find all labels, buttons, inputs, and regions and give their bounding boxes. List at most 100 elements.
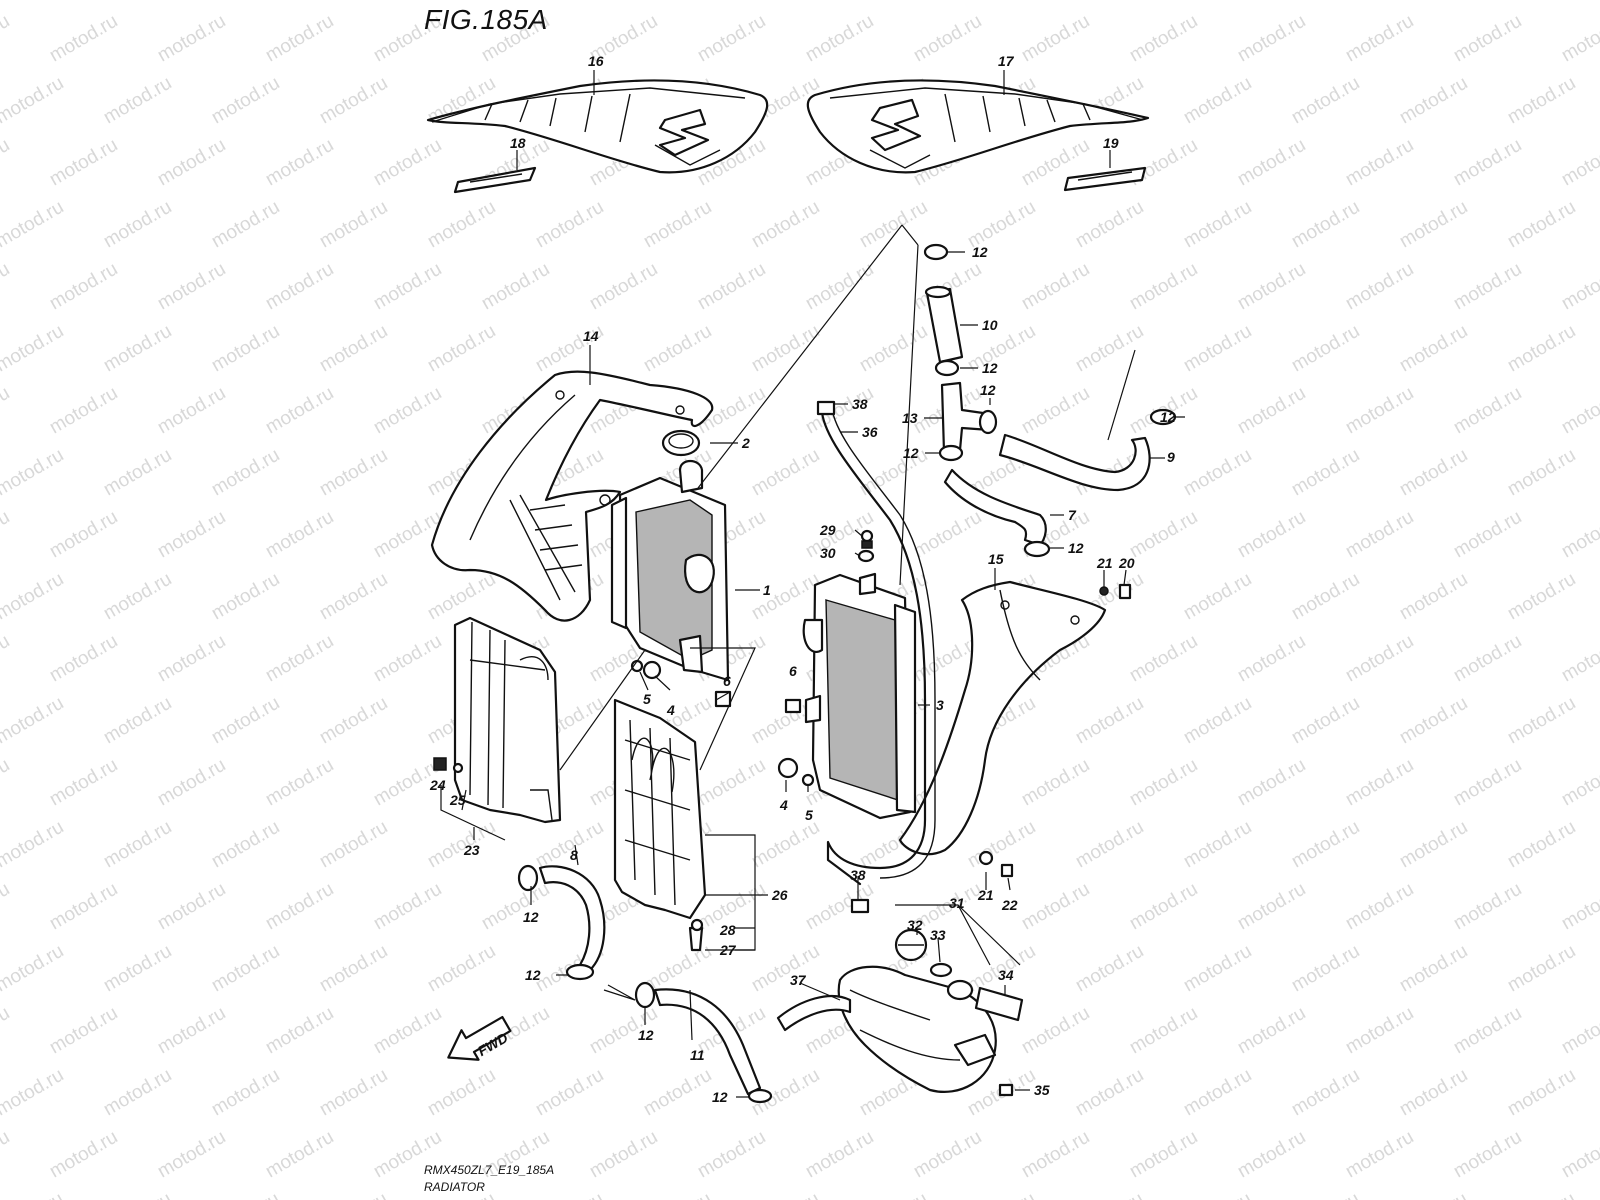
bolt-27: [688, 926, 704, 952]
washer-30: [857, 549, 875, 563]
callout-36: 36: [862, 424, 878, 440]
clamp-12-d: [938, 444, 964, 462]
callout-5-right: 5: [805, 807, 813, 823]
bolt-20: [1118, 583, 1132, 600]
figure-code: RMX450ZL7_E19_185A: [424, 1163, 555, 1177]
callout-27: 27: [719, 942, 737, 958]
callout-12-a: 12: [972, 244, 988, 260]
callout-33: 33: [930, 927, 946, 943]
left-radiator-1: [610, 459, 730, 682]
bolt-22: [1000, 863, 1014, 878]
right-shroud-15: [898, 580, 1107, 856]
nut-21-top: [1099, 586, 1109, 596]
washer-28: [690, 918, 704, 932]
callout-37: 37: [790, 972, 807, 988]
callout-4-right: 4: [779, 797, 788, 813]
clamp-12-j: [747, 1088, 773, 1104]
callout-12-b: 12: [982, 360, 998, 376]
callout-12-g: 12: [523, 909, 539, 925]
callout-9: 9: [1167, 449, 1175, 465]
callout-14: 14: [583, 328, 599, 344]
nut-21-bottom: [978, 850, 994, 866]
hose-7: [943, 468, 1047, 547]
clamp-12-f: [1023, 540, 1051, 558]
clamp-12-h: [565, 963, 595, 981]
right-radiator-3: [802, 572, 917, 820]
callout-38-bottom: 38: [850, 867, 866, 883]
emblem-19: [1063, 166, 1147, 192]
clamp-12-g: [517, 864, 539, 892]
seal-33: [929, 962, 953, 978]
clip-38-bottom: [850, 898, 870, 914]
bolt-35: [998, 1083, 1014, 1097]
callout-10: 10: [982, 317, 998, 333]
callout-21-bottom: 21: [977, 887, 994, 903]
leader-lines: [440, 70, 1185, 1098]
filler-neck: [946, 979, 974, 1001]
hose-11: [653, 988, 762, 1096]
callout-labels: 16 17 18 19 12 10 12 12 13 12 9 14 38 36…: [429, 53, 1176, 1105]
left-side-plate-16: [426, 79, 769, 174]
figure-name: RADIATOR: [424, 1180, 485, 1194]
reservoir-tank-31: [837, 965, 997, 1093]
callout-21-top: 21: [1096, 555, 1113, 571]
callout-32: 32: [907, 917, 923, 933]
radiator-guard-26: [613, 698, 707, 920]
callout-11: 11: [690, 1047, 705, 1063]
clamp-12-c: [978, 409, 998, 435]
forward-arrow: [447, 1015, 512, 1061]
callout-35: 35: [1034, 1082, 1050, 1098]
callout-18: 18: [510, 135, 526, 151]
grommet-4-left: [642, 660, 662, 680]
emblem-18: [453, 166, 537, 194]
left-shroud-14: [430, 370, 714, 622]
callout-12-f: 12: [1068, 540, 1084, 556]
callout-12-d: 12: [903, 445, 919, 461]
grommet-4-right: [777, 757, 799, 779]
clip-38-top: [816, 400, 836, 416]
hose-36: [820, 410, 927, 886]
right-side-plate-17: [806, 79, 1150, 174]
callout-15: 15: [988, 551, 1004, 567]
left-louver-23: [453, 616, 562, 824]
callout-28: 28: [719, 922, 736, 938]
bolt-6-left: [714, 690, 732, 708]
callout-5-left: 5: [643, 691, 651, 707]
callout-26: 26: [771, 887, 788, 903]
callout-31: 31: [949, 895, 965, 911]
callout-4-left: 4: [666, 702, 675, 718]
hose-8: [538, 865, 606, 972]
callout-12-j: 12: [712, 1089, 728, 1105]
hose-9: [998, 433, 1151, 492]
callout-30: 30: [820, 545, 836, 561]
callout-2: 2: [741, 435, 750, 451]
callout-1: 1: [763, 582, 771, 598]
callout-22: 22: [1001, 897, 1018, 913]
callout-20: 20: [1118, 555, 1135, 571]
callout-25: 25: [449, 792, 466, 808]
pipe-10: [925, 287, 964, 364]
callout-38-top: 38: [852, 396, 868, 412]
label-34: [974, 986, 1024, 1022]
callout-17: 17: [998, 53, 1015, 69]
clamp-12-a: [923, 243, 949, 261]
figure-title: FIG.185A: [424, 4, 548, 35]
callout-3: 3: [936, 697, 944, 713]
clamp-12-i: [634, 981, 656, 1009]
callout-8: 8: [570, 847, 578, 863]
callout-12-e: 12: [1160, 409, 1176, 425]
callout-29: 29: [819, 522, 836, 538]
callout-6-left: 6: [723, 673, 731, 689]
screw-25: [452, 762, 464, 774]
bolt-6-right: [784, 698, 802, 714]
callout-7: 7: [1068, 507, 1077, 523]
callout-24: 24: [429, 777, 446, 793]
callout-34: 34: [998, 967, 1014, 983]
callout-16: 16: [588, 53, 604, 69]
bolt-29: [860, 529, 874, 543]
clamp-12-b: [934, 359, 960, 377]
clip-24: [433, 757, 447, 771]
callout-12-c: 12: [980, 382, 996, 398]
